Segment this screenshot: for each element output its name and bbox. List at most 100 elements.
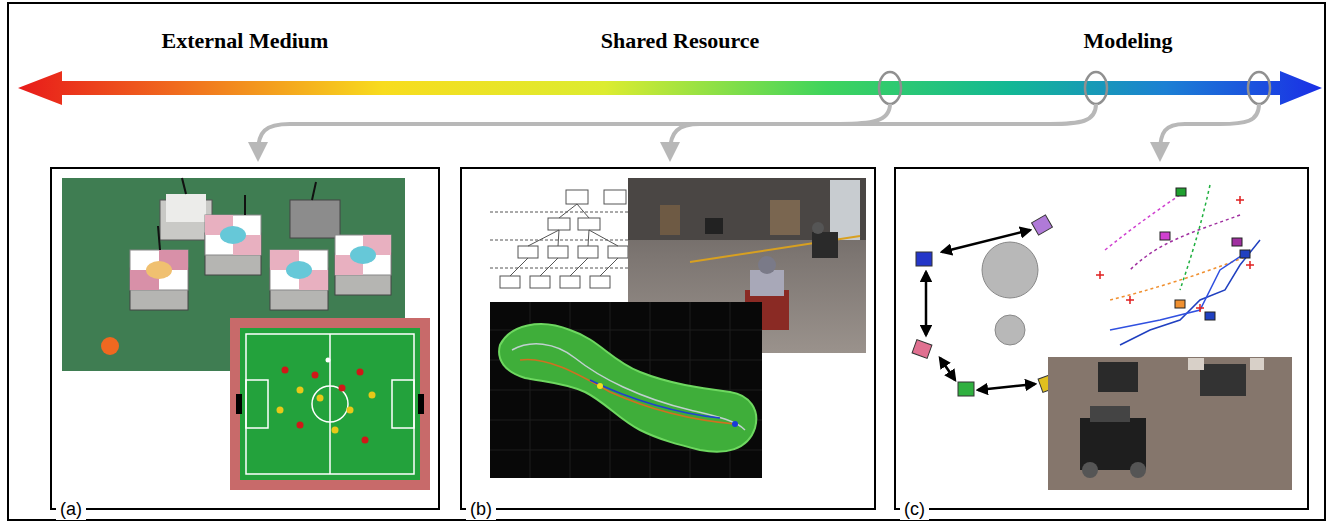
trajectory-plot-part <box>1096 196 1254 312</box>
architecture-sketch-part <box>558 230 559 246</box>
robot-soccer-photo-part <box>335 235 391 275</box>
trajectory-plot-part <box>1110 255 1250 300</box>
trajectory-plot-part <box>1175 300 1185 308</box>
architecture-sketch-part <box>490 268 630 269</box>
robot-soccer-photo-part <box>290 200 340 238</box>
trajectory-plot <box>1096 185 1260 345</box>
architecture-sketch-part <box>578 218 600 230</box>
formation-sketch <box>912 215 1058 396</box>
robot-soccer-photo-part <box>160 178 212 240</box>
warehouse-photo-part <box>812 222 824 234</box>
soccer-field-inset-part <box>240 328 420 480</box>
occupancy-map-part <box>732 421 738 427</box>
panel-label: (b) <box>466 498 496 520</box>
soccer-field-inset-part <box>297 387 304 394</box>
trajectory-plot-part <box>1160 232 1170 240</box>
soccer-field-inset-part <box>230 318 430 490</box>
soccer-field-inset-part <box>246 334 414 474</box>
architecture-sketch-part <box>590 276 610 288</box>
spectrum-label: External Medium <box>162 28 329 54</box>
robot-soccer-photo-part <box>101 337 119 355</box>
occupancy-map-part <box>490 302 762 478</box>
warehouse-photo-part <box>628 178 866 240</box>
trajectory-plot-part <box>1126 296 1134 304</box>
architecture-sketch-part <box>510 258 528 276</box>
panel-box: (a) <box>50 167 440 510</box>
occupancy-map-part <box>520 359 735 424</box>
trajectory-plot-part <box>1180 185 1210 290</box>
trajectory-plot-part <box>1160 188 1250 320</box>
robot-soccer-photo-part <box>130 226 188 310</box>
robot-soccer-photo-part <box>220 226 246 244</box>
robot-soccer-photo-part <box>205 215 261 255</box>
soccer-field-inset-part <box>392 380 414 428</box>
panel-label: (c) <box>900 498 929 520</box>
occupancy-map-part <box>597 383 603 389</box>
robot-soccer-photo-part <box>312 182 316 200</box>
outer-frame-part <box>8 3 1325 520</box>
robot-team-photo-part <box>1048 357 1292 490</box>
soccer-field-inset-part <box>326 358 331 363</box>
warehouse-photo-part <box>830 180 860 240</box>
trajectory-plot-part <box>1105 195 1180 250</box>
spectrum-arrow <box>18 71 1322 105</box>
occupancy-map-part <box>490 302 762 478</box>
robot-soccer-photo-part <box>290 182 340 238</box>
formation-sketch-part <box>995 315 1025 345</box>
pointer-arrows-part <box>1160 104 1259 152</box>
formation-sketch-part <box>978 384 1035 390</box>
robot-soccer-photo-part <box>158 226 160 250</box>
soccer-field-inset-part <box>329 334 331 474</box>
spectrum-label: Shared Resource <box>601 28 760 54</box>
pointer-arrows-part <box>258 104 890 152</box>
robot-soccer-photo-part <box>244 195 246 215</box>
soccer-field-inset-part <box>339 385 346 392</box>
trajectory-plot-part <box>1196 304 1204 312</box>
robot-soccer-photo-part <box>205 195 261 275</box>
warehouse-photo-part <box>660 205 680 235</box>
occupancy-map-part <box>590 380 720 418</box>
soccer-field-inset-part <box>362 437 369 444</box>
architecture-sketch-part <box>578 246 598 258</box>
architecture-sketch-part <box>600 258 618 276</box>
occupancy-map-part <box>499 324 756 452</box>
robot-team-photo-part <box>1130 462 1146 478</box>
warehouse-photo-part <box>812 232 838 258</box>
architecture-sketch-part <box>604 190 626 204</box>
architecture-sketch-part <box>588 230 589 246</box>
robot-team-photo-part <box>1098 362 1138 392</box>
robot-team-photo-part <box>1082 462 1098 478</box>
robot-soccer-photo-part <box>270 250 328 310</box>
soccer-field-inset-part <box>236 394 242 414</box>
architecture-sketch-part <box>560 276 580 288</box>
formation-sketch-part <box>925 272 928 335</box>
soccer-field-inset-part <box>317 395 324 402</box>
pointer-arrows-part <box>879 72 901 104</box>
soccer-field-inset-part <box>246 380 268 428</box>
robot-soccer-photo-part <box>335 235 391 295</box>
spectrum-arrow-part <box>18 71 1322 105</box>
occupancy-map <box>490 302 762 478</box>
architecture-sketch-part <box>559 204 577 218</box>
architecture-sketch <box>487 180 632 302</box>
panel-box: (c) <box>894 167 1309 510</box>
architecture-sketch-part <box>577 204 589 218</box>
robot-team-photo-part <box>1200 364 1246 396</box>
soccer-field-inset-part <box>347 407 354 414</box>
occupancy-map-part <box>570 302 571 478</box>
trajectory-plot-part <box>1205 312 1215 320</box>
trajectory-plot-part <box>1232 238 1242 246</box>
robot-soccer-photo-part <box>270 250 328 290</box>
formation-sketch-part <box>940 358 955 380</box>
panel-box: (b) <box>460 167 876 510</box>
architecture-sketch-part <box>608 246 628 258</box>
trajectory-plot-part <box>1110 250 1250 330</box>
architecture-sketch-part <box>490 212 630 213</box>
formation-sketch-part <box>942 230 1030 252</box>
architecture-sketch-part <box>570 258 588 276</box>
soccer-field-inset <box>230 318 430 490</box>
trajectory-plot-part <box>1120 240 1260 345</box>
soccer-field-inset-part <box>246 334 414 474</box>
